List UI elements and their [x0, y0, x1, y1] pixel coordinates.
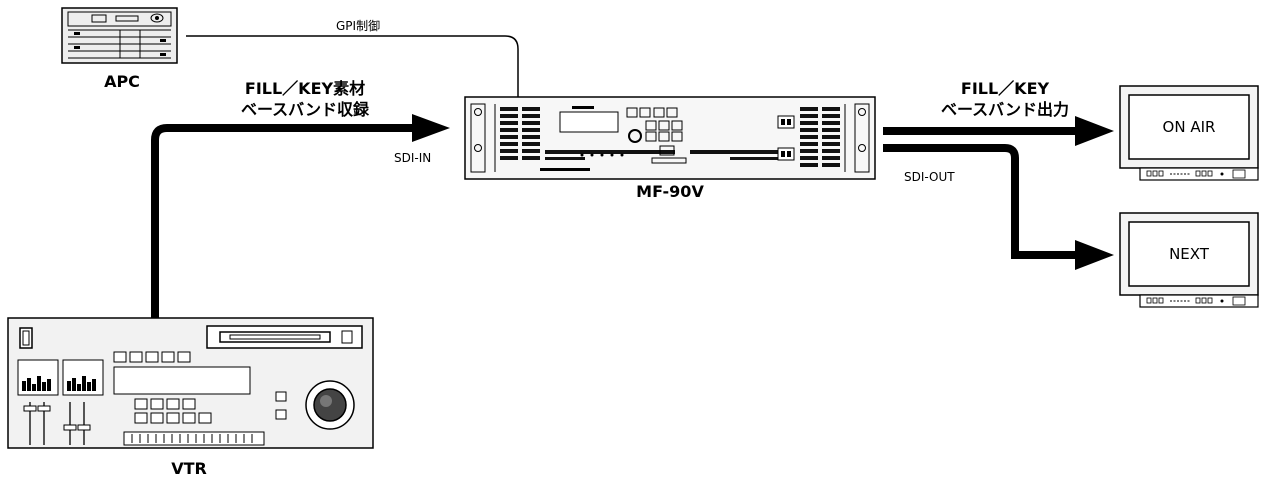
vtr-device — [7, 317, 374, 449]
output-arrow-onair — [883, 116, 1114, 146]
input-label-line2: ベースバンド収録 — [240, 100, 369, 119]
monitor-onair — [1119, 85, 1259, 181]
vtr-label: VTR — [171, 459, 207, 478]
output-baseband-label: FILL／KEY ベースバンド出力 — [905, 78, 1105, 120]
gpi-control-label: GPI制御 — [336, 19, 381, 33]
input-arrow — [151, 114, 450, 318]
sdi-out-label: SDI-OUT — [904, 170, 955, 184]
output-arrow-next — [883, 144, 1114, 270]
onair-screen-text: ON AIR — [1162, 118, 1216, 136]
apc-label: APC — [104, 72, 140, 91]
gpi-control-line — [186, 35, 519, 98]
next-screen-text: NEXT — [1169, 245, 1209, 263]
mf90v-label: MF-90V — [636, 182, 704, 201]
apc-device — [61, 7, 178, 64]
output-label-line2: ベースバンド出力 — [940, 100, 1069, 119]
output-label-line1: FILL／KEY — [960, 79, 1050, 98]
input-label-line1: FILL／KEY素材 — [244, 79, 366, 98]
sdi-in-label: SDI-IN — [394, 151, 432, 165]
monitor-next — [1119, 212, 1259, 308]
mf90v-device — [464, 96, 876, 180]
input-material-label: FILL／KEY素材 ベースバンド収録 — [215, 78, 395, 120]
